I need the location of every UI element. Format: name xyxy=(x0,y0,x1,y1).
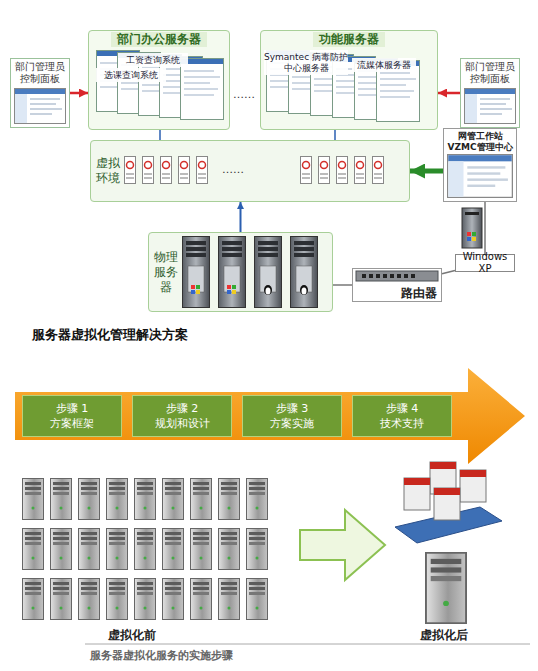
server-group: 功能服务器 Symantec 病毒防护中心服务器流媒体服务器 xyxy=(260,30,438,130)
transition-arrow xyxy=(300,510,385,580)
node-text: 步骤 4 xyxy=(386,401,419,416)
connector xyxy=(410,169,443,174)
text-label: …… xyxy=(222,163,244,176)
node-text: 部门管理员控制面板 xyxy=(463,61,517,85)
server-tower xyxy=(219,237,246,308)
router-box: 路由器 xyxy=(352,268,442,302)
control-panel: 部门管理员控制面板 xyxy=(10,58,70,128)
vm-icon xyxy=(125,157,136,184)
server-tower xyxy=(291,237,318,308)
step-box: 步骤 3方案实施 xyxy=(242,395,342,437)
vm-icon xyxy=(337,157,348,184)
virtual-host xyxy=(395,462,502,623)
step-box: 步骤 2规划和设计 xyxy=(132,395,232,437)
group-fill xyxy=(90,140,410,202)
connector xyxy=(159,130,161,140)
node-text: 网管工作站 VZMC管理中心 xyxy=(445,131,515,153)
app-window: 工资查询系统 xyxy=(118,53,188,67)
connector xyxy=(240,202,242,232)
node-text: 步骤 2 xyxy=(166,401,199,416)
connector xyxy=(484,202,486,254)
node-text: Windows XP xyxy=(456,251,514,275)
connector xyxy=(334,130,336,140)
group-fill xyxy=(88,30,230,130)
node-text: 功能服务器 xyxy=(313,32,385,47)
server-tower xyxy=(255,237,282,308)
connector xyxy=(442,271,455,274)
node-text: 路由器 xyxy=(401,286,437,300)
app-window: Symantec 病毒防护中心服务器 xyxy=(264,50,348,75)
text-label: 虚拟化前 xyxy=(108,627,156,644)
server-group: 部门办公服务器工资查询系统选课查询系统 xyxy=(88,30,230,130)
virtual-environment: 虚拟环境 xyxy=(90,140,410,202)
window-card xyxy=(181,59,224,120)
step-box: 步骤 4技术支持 xyxy=(352,395,452,437)
group-fill xyxy=(148,232,333,312)
server-grid xyxy=(23,479,268,620)
rule-line xyxy=(85,644,530,645)
node-text: 部门办公服务器 xyxy=(111,32,207,47)
node-text: 规划和设计 xyxy=(155,416,210,431)
node-text: 工资查询系统 xyxy=(126,55,180,66)
vm-icon xyxy=(301,157,312,184)
process-arrow xyxy=(15,368,525,464)
node-text: 方案框架 xyxy=(50,416,94,431)
vm-icon xyxy=(373,157,384,184)
control-panel: 部门管理员控制面板 xyxy=(460,58,520,128)
app-window: 选课查询系统 xyxy=(96,68,166,82)
physical-servers: 物理服务器 xyxy=(148,232,333,312)
node-text: 步骤 3 xyxy=(276,401,309,416)
os-label-box: Windows XP xyxy=(455,254,515,272)
step-box: 步骤 1方案框架 xyxy=(22,395,122,437)
group-fill xyxy=(260,30,438,130)
node-text: Symantec 病毒防护中心服务器 xyxy=(264,52,348,74)
vm-icon xyxy=(197,157,208,184)
diagram-caption: 服务器虚拟化服务的实施步骤 xyxy=(90,648,233,663)
vm-icon xyxy=(161,157,172,184)
screenshot xyxy=(448,155,513,198)
screenshot xyxy=(465,89,516,124)
text-label: …… xyxy=(233,88,255,101)
node-text: 步骤 1 xyxy=(56,401,89,416)
vm-icon xyxy=(179,157,190,184)
app-window: 流媒体服务器 xyxy=(352,58,416,72)
node-text: 技术支持 xyxy=(380,416,424,431)
node-text: 流媒体服务器 xyxy=(357,60,411,71)
node-text: 物理服务器 xyxy=(153,250,179,295)
pc-icon xyxy=(462,208,482,248)
node-text: 选课查询系统 xyxy=(104,70,158,81)
vm-icon xyxy=(319,157,330,184)
connector xyxy=(333,284,352,286)
text-label: 虚拟化后 xyxy=(420,627,468,644)
router-icon xyxy=(356,271,438,281)
node-text: 虚拟环境 xyxy=(95,156,121,186)
screenshot xyxy=(15,89,66,124)
server-tower xyxy=(183,237,210,308)
node-text: 部门管理员控制面板 xyxy=(13,61,67,85)
os-logo xyxy=(191,285,308,295)
management-station: 网管工作站 VZMC管理中心 xyxy=(443,128,517,202)
vm-icon xyxy=(143,157,154,184)
connector xyxy=(438,92,460,95)
vm-icon xyxy=(355,157,366,184)
node-text: 方案实施 xyxy=(270,416,314,431)
diagram-title: 服务器虚拟化管理解决方案 xyxy=(32,326,188,344)
connector xyxy=(70,92,88,95)
